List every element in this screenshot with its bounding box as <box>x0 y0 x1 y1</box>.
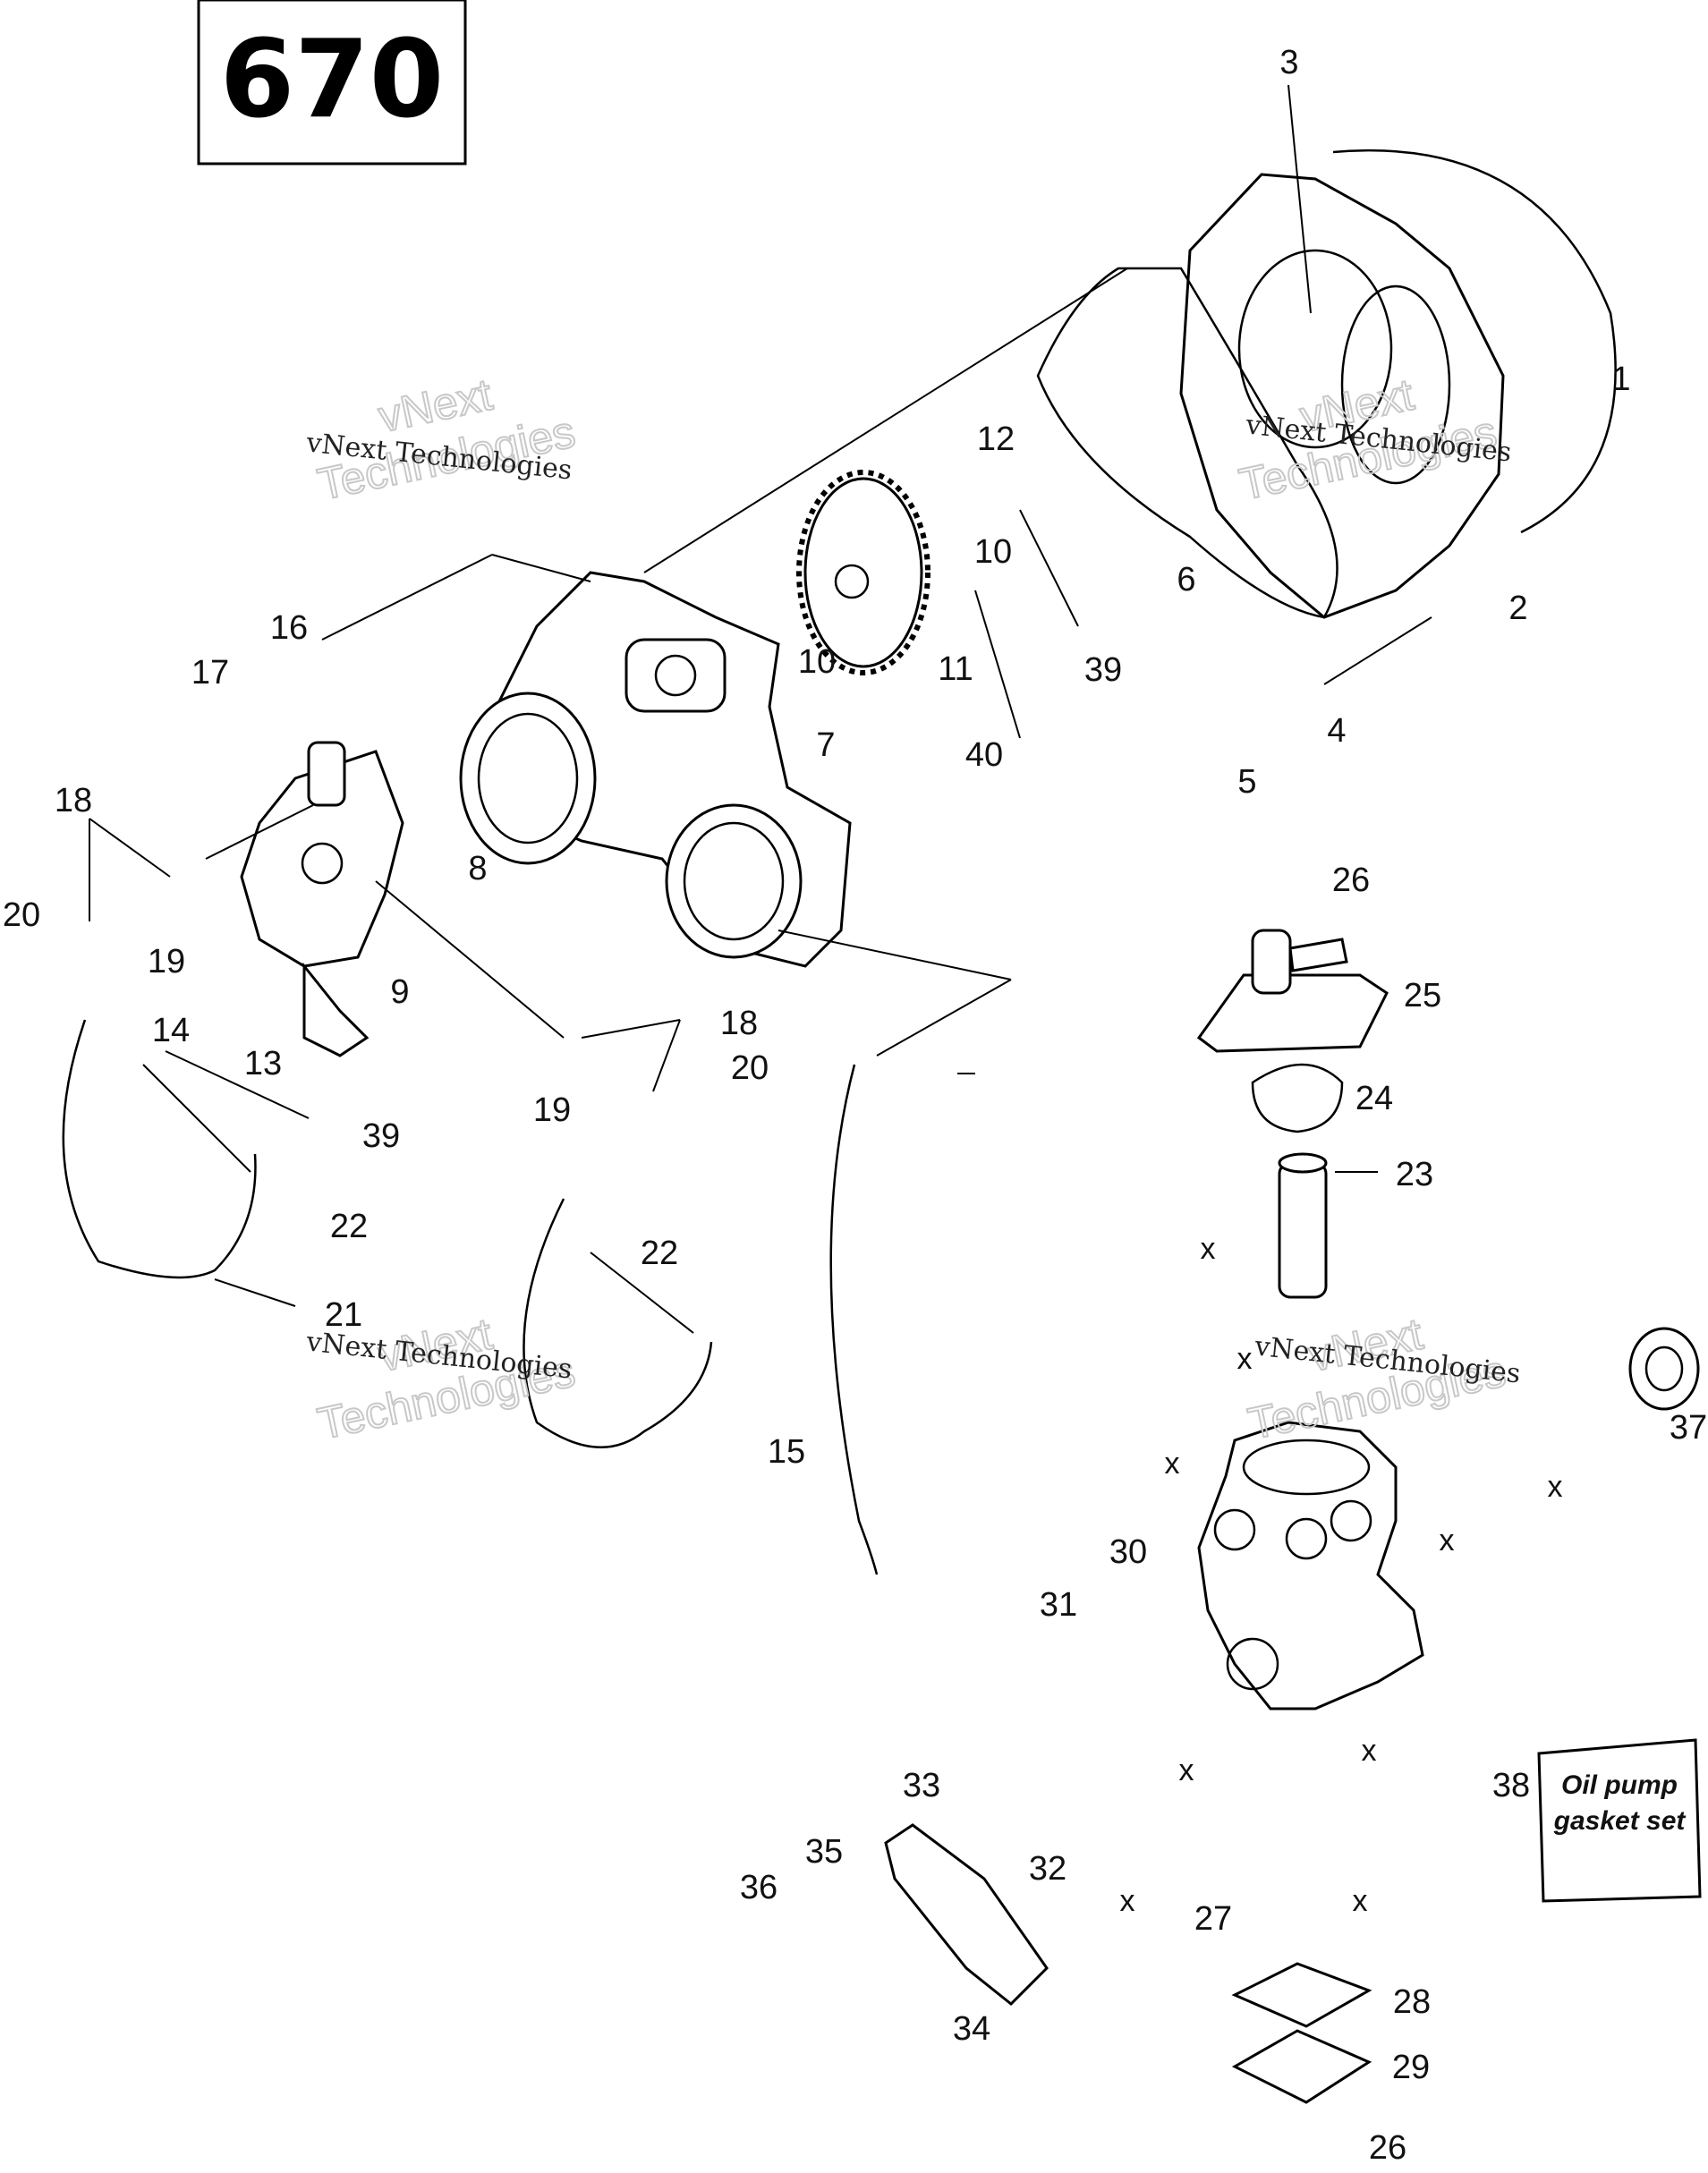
x-mark: x <box>1362 1734 1377 1768</box>
callout-35: 35 <box>805 1833 843 1871</box>
part-24-oring <box>1251 1063 1344 1133</box>
x-mark: x <box>1120 1884 1135 1918</box>
callout-4: 4 <box>1327 712 1346 750</box>
part-25-pump-cover <box>1196 929 1389 1053</box>
x-mark: x <box>1353 1884 1368 1918</box>
part-1-ring <box>1332 149 1617 534</box>
part-2-housing <box>1179 173 1505 619</box>
part-6-gasket <box>1036 267 1338 619</box>
callout-20a: 20 <box>3 896 40 934</box>
callout-3: 3 <box>1279 44 1298 81</box>
callout-labels: 1 2 3 4 5 6 7 8 9 10 10 11 12 13 14 15 1… <box>3 44 1707 2167</box>
callout-13: 13 <box>244 1045 282 1082</box>
callout-34: 34 <box>953 2010 990 2048</box>
callout-28: 28 <box>1393 1983 1431 2021</box>
callout-14: 14 <box>152 1012 190 1049</box>
part-21-hose-left <box>62 1019 257 1279</box>
callout-31: 31 <box>1040 1586 1077 1624</box>
callout-40: 40 <box>965 736 1003 774</box>
x-marks: x x x x x x x x x x x <box>1120 1232 1563 1918</box>
callout-10b: 10 <box>798 643 836 681</box>
callout-38: 38 <box>1492 1767 1530 1804</box>
callout-33: 33 <box>903 1767 940 1804</box>
callout-26b: 26 <box>1369 2129 1406 2167</box>
callout-17: 17 <box>191 654 229 692</box>
callout-23: 23 <box>1396 1156 1433 1193</box>
x-mark: x <box>1237 1342 1253 1376</box>
callout-37: 37 <box>1670 1409 1707 1447</box>
part-21-hose-right <box>523 1198 713 1448</box>
x-mark: x <box>1179 1753 1194 1787</box>
part-37-seal <box>1628 1327 1700 1411</box>
x-mark: x <box>1201 1232 1216 1266</box>
part-29-plate <box>1231 2029 1372 2104</box>
leader-lines <box>89 84 1432 1334</box>
callout-16: 16 <box>270 609 308 647</box>
callout-7: 7 <box>816 726 835 764</box>
callout-9: 9 <box>390 973 409 1011</box>
part-23-shaft <box>1278 1152 1328 1299</box>
callout-36: 36 <box>740 1869 778 1906</box>
part-34-lever <box>884 1823 1049 2007</box>
callout-22b: 22 <box>641 1235 678 1272</box>
callout-19a: 19 <box>148 943 185 980</box>
callout-11: 11 <box>938 650 973 688</box>
part-7-bracket <box>459 571 852 968</box>
kit-label-line1: Oil pump <box>1561 1770 1678 1800</box>
x-mark: x <box>1440 1524 1455 1558</box>
callout-18a: 18 <box>55 782 92 819</box>
callout-12: 12 <box>977 420 1015 458</box>
callout-6: 6 <box>1177 561 1195 598</box>
part-9-oil-pump-left <box>240 741 404 1057</box>
callout-15: 15 <box>768 1433 805 1471</box>
callout-29: 29 <box>1392 2049 1430 2086</box>
callout-18b: 18 <box>720 1005 758 1042</box>
callout-26a: 26 <box>1332 862 1370 899</box>
oil-pump-body-lower <box>1197 1421 1424 1710</box>
callout-22a: 22 <box>330 1208 368 1245</box>
callout-25: 25 <box>1404 977 1441 1014</box>
part-15-wire <box>829 1064 879 1575</box>
callout-5: 5 <box>1237 763 1256 801</box>
callout-30: 30 <box>1109 1533 1147 1571</box>
callout-2: 2 <box>1508 590 1527 627</box>
callout-21: 21 <box>325 1296 362 1334</box>
diagram-number: 670 <box>220 18 445 142</box>
callout-1: 1 <box>1611 361 1630 398</box>
callout-10a: 10 <box>974 533 1012 571</box>
callout-19b: 19 <box>533 1091 571 1129</box>
part-11-gear <box>796 470 930 675</box>
diagram-number-box: 670 <box>197 0 467 166</box>
callout-39a: 39 <box>1084 651 1122 689</box>
callout-32: 32 <box>1029 1850 1066 1888</box>
kit-label-line2: gasket set <box>1553 1806 1687 1836</box>
x-mark: x <box>1548 1470 1563 1504</box>
callout-27: 27 <box>1194 1900 1232 1938</box>
x-mark: x <box>1165 1447 1180 1481</box>
callout-39b: 39 <box>362 1117 400 1155</box>
part-28-gasket <box>1231 1962 1372 2028</box>
callout-24: 24 <box>1355 1080 1393 1117</box>
callout-8: 8 <box>468 850 487 887</box>
callout-20b: 20 <box>731 1049 769 1087</box>
part-38-gasket-kit: Oil pump gasket set <box>1537 1738 1702 1903</box>
